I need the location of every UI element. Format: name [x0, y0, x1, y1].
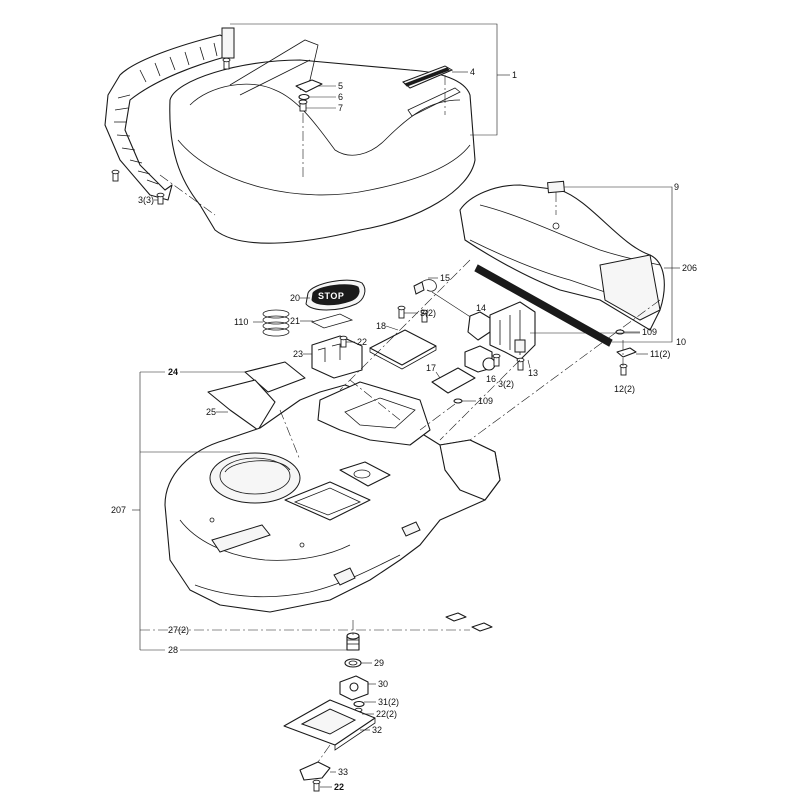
stop-badge-text: STOP — [318, 291, 344, 301]
axle-28 — [346, 632, 360, 651]
pad-27-b — [471, 622, 493, 632]
plate-18 — [369, 329, 437, 370]
callout-109-a: 109 — [642, 327, 657, 337]
callout-3-2-b: 3(2) — [498, 379, 514, 389]
hinge-14 — [467, 311, 491, 341]
screw-3-g — [420, 309, 429, 323]
plate-32 — [283, 699, 376, 751]
callout-22-2: 22(2) — [376, 709, 397, 719]
callout-3-3: 3(3) — [138, 195, 154, 205]
washer-31 — [353, 700, 365, 708]
screw-22-c — [312, 779, 321, 792]
callout-20: 20 — [290, 293, 300, 303]
callout-16: 16 — [486, 374, 496, 384]
callout-22-a: 22 — [357, 337, 367, 347]
front-bumper — [104, 27, 235, 201]
washer — [298, 93, 310, 101]
screw-3-d — [492, 353, 501, 367]
callout-24: 24 — [168, 367, 178, 377]
body-cover-206 — [459, 180, 665, 331]
callout-31-2: 31(2) — [378, 697, 399, 707]
callout-33: 33 — [338, 767, 348, 777]
callout-25: 25 — [206, 407, 216, 417]
callout-12-2: 12(2) — [614, 384, 635, 394]
callout-18: 18 — [376, 321, 386, 331]
callout-110: 110 — [234, 317, 248, 327]
callout-206: 206 — [682, 263, 697, 273]
callout-4: 4 — [470, 67, 475, 77]
ring-29 — [344, 658, 362, 668]
callout-14: 14 — [476, 303, 486, 313]
callout-10: 10 — [676, 337, 686, 347]
screw-22-a — [339, 335, 348, 348]
callout-109-b: 109 — [478, 396, 493, 406]
handle-grip — [404, 67, 450, 87]
latch-plate — [295, 79, 323, 93]
callout-15: 15 — [440, 273, 450, 283]
callout-17: 17 — [426, 363, 436, 373]
cable-15 — [417, 279, 437, 292]
chassis-207 — [164, 381, 501, 613]
callout-3-2-a: 3(2) — [420, 308, 436, 318]
screw-3-f — [397, 305, 406, 319]
screw-3-c — [222, 57, 231, 70]
clip-33 — [299, 761, 331, 781]
washer-109-b — [453, 398, 463, 404]
callout-22-b: 22 — [334, 782, 344, 792]
screw-3-e — [516, 357, 525, 371]
cover-plate-17 — [431, 367, 476, 394]
callout-11-2: 11(2) — [650, 349, 670, 359]
stop-button-20: STOP — [305, 279, 366, 311]
washer-109-a — [615, 329, 625, 335]
switch-housing-23 — [311, 335, 363, 379]
callout-6: 6 — [338, 92, 343, 102]
callout-5: 5 — [338, 81, 343, 91]
seal-strip — [474, 264, 613, 347]
seal-ring-21 — [310, 313, 354, 329]
callout-29: 29 — [374, 658, 384, 668]
callout-1: 1 — [512, 70, 517, 80]
spring-110 — [262, 309, 290, 337]
flap-25 — [207, 379, 276, 431]
callout-32: 32 — [372, 725, 382, 735]
callout-13: 13 — [528, 368, 538, 378]
screw-3-a — [111, 169, 120, 182]
callout-9: 9 — [674, 182, 679, 192]
clip-11 — [616, 347, 637, 358]
screw-3-b — [156, 192, 165, 205]
callout-23: 23 — [293, 349, 303, 359]
top-cover — [169, 39, 476, 244]
bracket-30 — [339, 675, 369, 701]
cable-plug — [413, 281, 425, 295]
callout-27-2: 27(2) — [168, 625, 189, 635]
hinge-assembly-13 — [489, 301, 536, 361]
callout-30: 30 — [378, 679, 388, 689]
pad-27-a — [445, 612, 467, 622]
pivot-16 — [464, 345, 496, 373]
callout-21: 21 — [290, 316, 300, 326]
callout-28: 28 — [168, 645, 178, 655]
callout-7: 7 — [338, 103, 343, 113]
screw-12 — [619, 363, 628, 376]
callout-207: 207 — [111, 505, 126, 515]
screw-7 — [298, 99, 308, 112]
